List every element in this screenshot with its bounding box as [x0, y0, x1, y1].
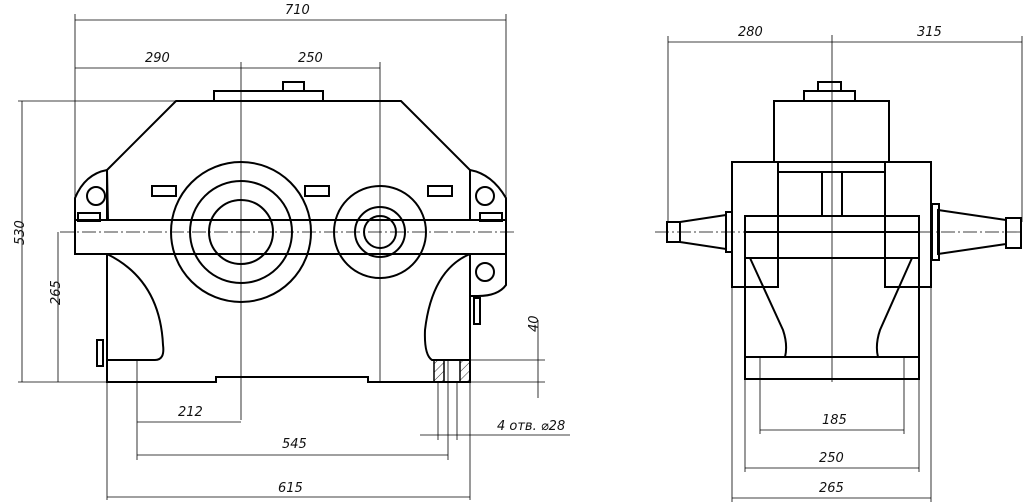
oil-drain-plug — [96, 339, 104, 367]
right-rib — [423, 253, 471, 361]
dim-shaft-axis-height: 265 — [49, 280, 64, 305]
dim-overall-width: 265 — [819, 481, 844, 496]
dim-overall-height: 530 — [13, 220, 28, 245]
breather-plug — [282, 81, 305, 92]
front-dimensions — [18, 14, 570, 500]
oil-level-gauge — [473, 297, 481, 325]
dim-shaft-offset: 290 — [145, 51, 170, 66]
side-dimensions — [667, 36, 1023, 502]
right-lower-lug — [470, 253, 507, 297]
dim-bolt-spacing-width: 185 — [822, 413, 847, 428]
dim-base-length: 615 — [278, 481, 303, 496]
lower-housing — [106, 254, 471, 383]
foot-section-right — [459, 359, 471, 383]
dim-right-shaft-extent: 315 — [917, 25, 942, 40]
left-rib — [106, 253, 165, 361]
right-lift-hole — [475, 186, 495, 206]
inspection-cover — [213, 90, 324, 102]
dim-foot-thickness: 40 — [527, 315, 542, 332]
foot-section-left — [433, 359, 445, 383]
cover-block — [773, 100, 890, 163]
side-view — [655, 35, 1022, 382]
dim-center-distance: 250 — [298, 51, 323, 66]
left-lift-hole — [86, 186, 106, 206]
dim-overall-length: 710 — [285, 3, 310, 18]
dim-base-width: 250 — [819, 451, 844, 466]
lower-lift-hole — [475, 262, 495, 282]
right-shaft-spline — [1005, 217, 1022, 249]
dim-hole-to-shaft: 212 — [178, 405, 203, 420]
front-view — [60, 62, 515, 420]
dim-bolt-spacing: 545 — [282, 437, 307, 452]
flange-bolts — [77, 185, 503, 222]
split-flange — [74, 219, 507, 255]
holes-note: 4 отв. ⌀28 — [497, 419, 565, 434]
dim-left-shaft-extent: 280 — [738, 25, 763, 40]
